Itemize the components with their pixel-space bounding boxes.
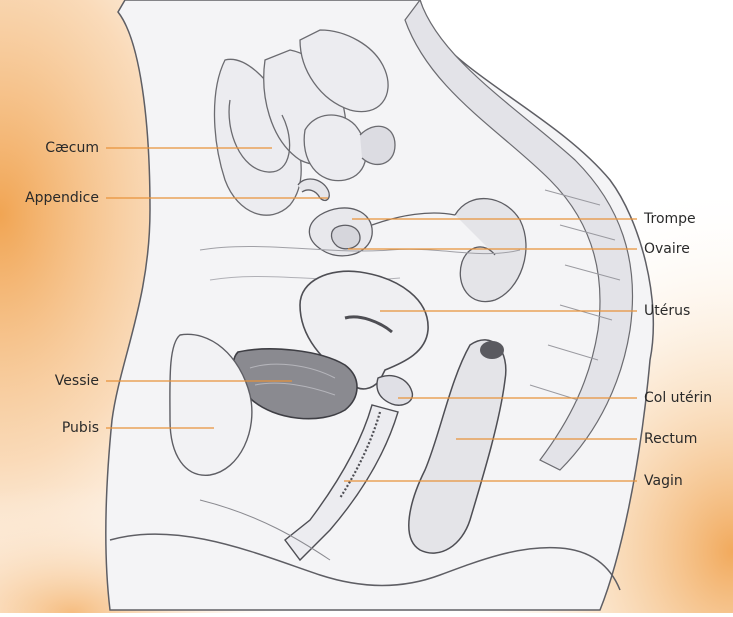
label-pubis: Pubis <box>62 420 99 436</box>
label-trompe: Trompe <box>644 211 696 227</box>
label-appendice: Appendice <box>25 190 99 206</box>
label-caecum: Cæcum <box>45 140 99 156</box>
label-vagin: Vagin <box>644 473 683 489</box>
label-rectum: Rectum <box>644 431 697 447</box>
label-ovaire: Ovaire <box>644 241 690 257</box>
label-col-uterin: Col utérin <box>644 390 712 406</box>
label-vessie: Vessie <box>55 373 99 389</box>
label-uterus: Utérus <box>644 303 690 319</box>
